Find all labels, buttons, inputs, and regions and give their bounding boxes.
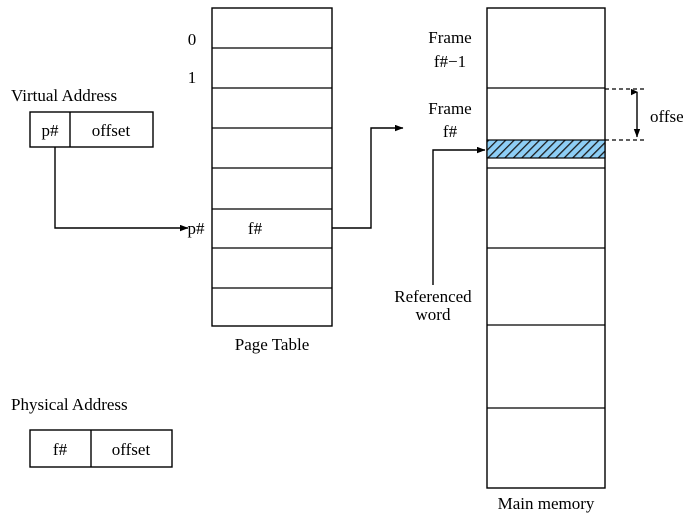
physical-address-box (29, 429, 173, 468)
physical-address-offset-field: offset (112, 440, 151, 459)
frame-number-connector (332, 124, 404, 229)
page-table-index-pnum: p# (188, 219, 206, 238)
frame-label-current-line2: f# (443, 122, 458, 141)
frame-label-prev-line1: Frame (428, 28, 471, 47)
physical-address-caption: Physical Address (11, 395, 128, 414)
page-table-group: 0 1 p# f# Page Table (188, 7, 333, 354)
physical-address-frame-field: f# (53, 440, 68, 459)
physical-address-group: Physical Address f# offset (11, 395, 173, 468)
referenced-word-label-line2: word (416, 305, 451, 324)
page-table-box (211, 7, 333, 327)
page-table-index-1: 1 (188, 68, 197, 87)
referenced-word-highlight (486, 139, 606, 159)
page-table-index-0: 0 (188, 30, 197, 49)
frame-label-prev-line2: f#−1 (434, 52, 466, 71)
page-number-connector (54, 147, 189, 232)
page-table-caption: Page Table (235, 335, 310, 354)
offset-bracket-group: offset (605, 88, 683, 141)
page-table-entry-frame-number: f# (248, 219, 263, 238)
virtual-address-page-number-field: p# (42, 121, 60, 140)
referenced-word-connector (432, 146, 486, 285)
virtual-address-offset-field: offset (92, 121, 131, 140)
referenced-word-label-line1: Referenced (394, 287, 472, 306)
offset-bracket-label: offset (650, 107, 683, 126)
main-memory-group: Frame f#−1 Frame f# Main memory (428, 7, 606, 513)
frame-label-current-line1: Frame (428, 99, 471, 118)
main-memory-caption: Main memory (498, 494, 595, 513)
virtual-address-box (29, 111, 154, 148)
virtual-address-group: Virtual Address p# offset (11, 86, 154, 148)
virtual-address-caption: Virtual Address (11, 86, 117, 105)
